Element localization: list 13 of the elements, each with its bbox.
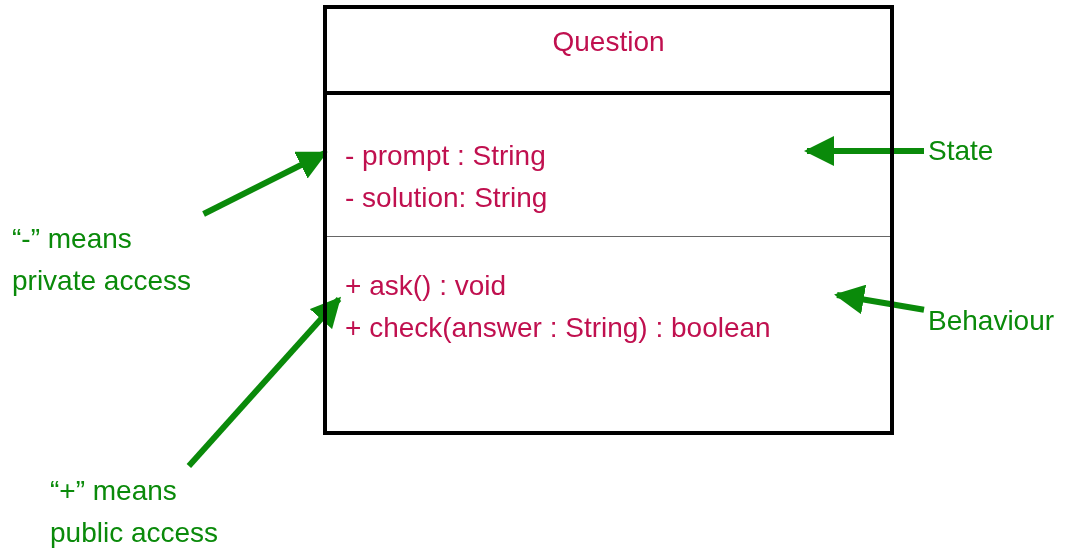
arrow <box>186 296 342 468</box>
annotation-text: Behaviour <box>928 300 1055 342</box>
class-name: Question <box>551 25 666 59</box>
annotation-text: State <box>928 130 994 172</box>
operation-text: + ask() : void <box>345 269 507 303</box>
attribute-text: - solution: String <box>345 181 548 215</box>
annotation-text: “-” means private access <box>12 218 212 302</box>
class-box <box>323 5 894 435</box>
arrow <box>804 136 924 166</box>
attribute-text: - prompt : String <box>345 139 546 173</box>
operation-text: + check(answer : String) : boolean <box>345 311 771 345</box>
annotation-text: “+” means public access <box>50 470 245 553</box>
arrow <box>834 284 925 315</box>
